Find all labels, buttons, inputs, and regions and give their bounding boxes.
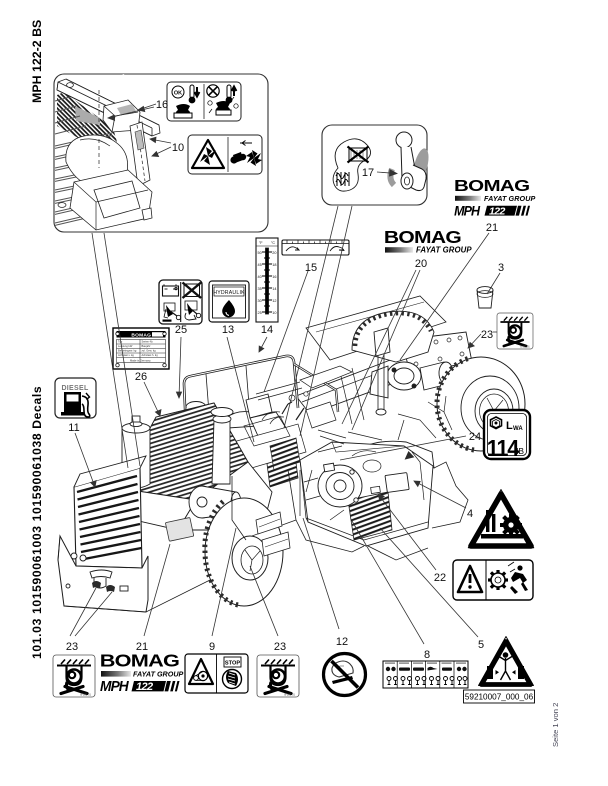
svg-text:Serien-Nr.: Serien-Nr. (142, 339, 154, 343)
svg-text:101.03 101590061003 1015900610: 101.03 101590061003 101590061038 Decals (30, 386, 44, 659)
svg-text:Seite 1 von 2: Seite 1 von 2 (551, 703, 560, 747)
svg-text:FAYAT GROUP: FAYAT GROUP (484, 194, 536, 203)
svg-text:3: 3 (498, 262, 504, 274)
svg-text:FAYAT GROUP: FAYAT GROUP (133, 669, 184, 678)
svg-text:°C: °C (271, 241, 275, 245)
svg-text:114: 114 (487, 435, 520, 461)
svg-text:23: 23 (66, 641, 78, 653)
svg-text:zul. Gew. kg: zul. Gew. kg (142, 348, 157, 352)
svg-text:Achslast v. kg: Achslast v. kg (118, 353, 134, 357)
svg-text:Baujahr: Baujahr (142, 344, 151, 348)
svg-text:HYDRAULIK: HYDRAULIK (213, 290, 245, 296)
svg-text:BOMAG: BOMAG (384, 227, 462, 247)
svg-text:Leistung kW: Leistung kW (118, 344, 133, 348)
svg-text:9: 9 (209, 641, 215, 653)
svg-text:25: 25 (258, 311, 262, 315)
svg-text:OK: OK (174, 91, 182, 97)
svg-text:12: 12 (336, 636, 348, 648)
svg-text:Achslast h. kg: Achslast h. kg (142, 353, 159, 357)
svg-text:12: 12 (272, 299, 276, 303)
svg-text:16: 16 (156, 99, 168, 111)
svg-text:45: 45 (258, 263, 262, 267)
svg-text:23: 23 (274, 641, 286, 653)
svg-text:Made in Germany: Made in Germany (130, 358, 151, 362)
svg-text:BOMAG: BOMAG (454, 177, 530, 195)
svg-text:18: 18 (272, 263, 276, 267)
svg-text:WA: WA (513, 426, 523, 432)
svg-text:13: 13 (222, 324, 234, 336)
svg-text:dB: dB (514, 447, 525, 456)
svg-text:17: 17 (362, 167, 374, 179)
svg-text:DIESEL: DIESEL (61, 385, 89, 392)
svg-text:STOP: STOP (225, 661, 240, 667)
svg-text:MPH: MPH (454, 203, 481, 219)
svg-text:L: L (506, 420, 513, 432)
svg-text:10: 10 (172, 142, 184, 154)
svg-text:122: 122 (136, 681, 153, 693)
svg-text:16: 16 (272, 275, 276, 279)
svg-text:50: 50 (258, 251, 262, 255)
svg-text:BOMAG: BOMAG (131, 333, 151, 339)
svg-text:BOMAG: BOMAG (100, 651, 180, 671)
svg-text:FAYAT GROUP: FAYAT GROUP (416, 246, 472, 255)
svg-text:11: 11 (68, 422, 79, 434)
svg-text:21: 21 (136, 641, 148, 653)
svg-text:23: 23 (481, 329, 493, 341)
svg-text:24: 24 (469, 431, 481, 443)
svg-text:4: 4 (467, 508, 473, 520)
svg-text:15: 15 (305, 262, 317, 274)
svg-text:30: 30 (258, 299, 262, 303)
svg-text:14: 14 (261, 324, 273, 336)
svg-text:20: 20 (415, 258, 427, 270)
svg-text:°F: °F (259, 241, 263, 245)
svg-text:14: 14 (272, 287, 276, 291)
svg-text:40: 40 (258, 275, 262, 279)
svg-text:25: 25 (175, 324, 187, 336)
svg-text:35: 35 (258, 287, 262, 291)
svg-text:59210007_000_06: 59210007_000_06 (465, 693, 534, 702)
svg-text:Betriebsgew. kg: Betriebsgew. kg (118, 348, 137, 352)
svg-text:8: 8 (424, 649, 430, 661)
svg-text:22: 22 (434, 572, 446, 584)
svg-text:5: 5 (478, 639, 484, 651)
svg-text:10: 10 (272, 311, 276, 315)
svg-text:20: 20 (272, 251, 276, 255)
svg-text:21: 21 (486, 222, 498, 234)
svg-text:122: 122 (489, 206, 505, 218)
svg-text:MPH: MPH (100, 678, 129, 694)
svg-text:MPH 122-2 BS: MPH 122-2 BS (30, 20, 44, 103)
svg-text:26: 26 (135, 371, 147, 383)
